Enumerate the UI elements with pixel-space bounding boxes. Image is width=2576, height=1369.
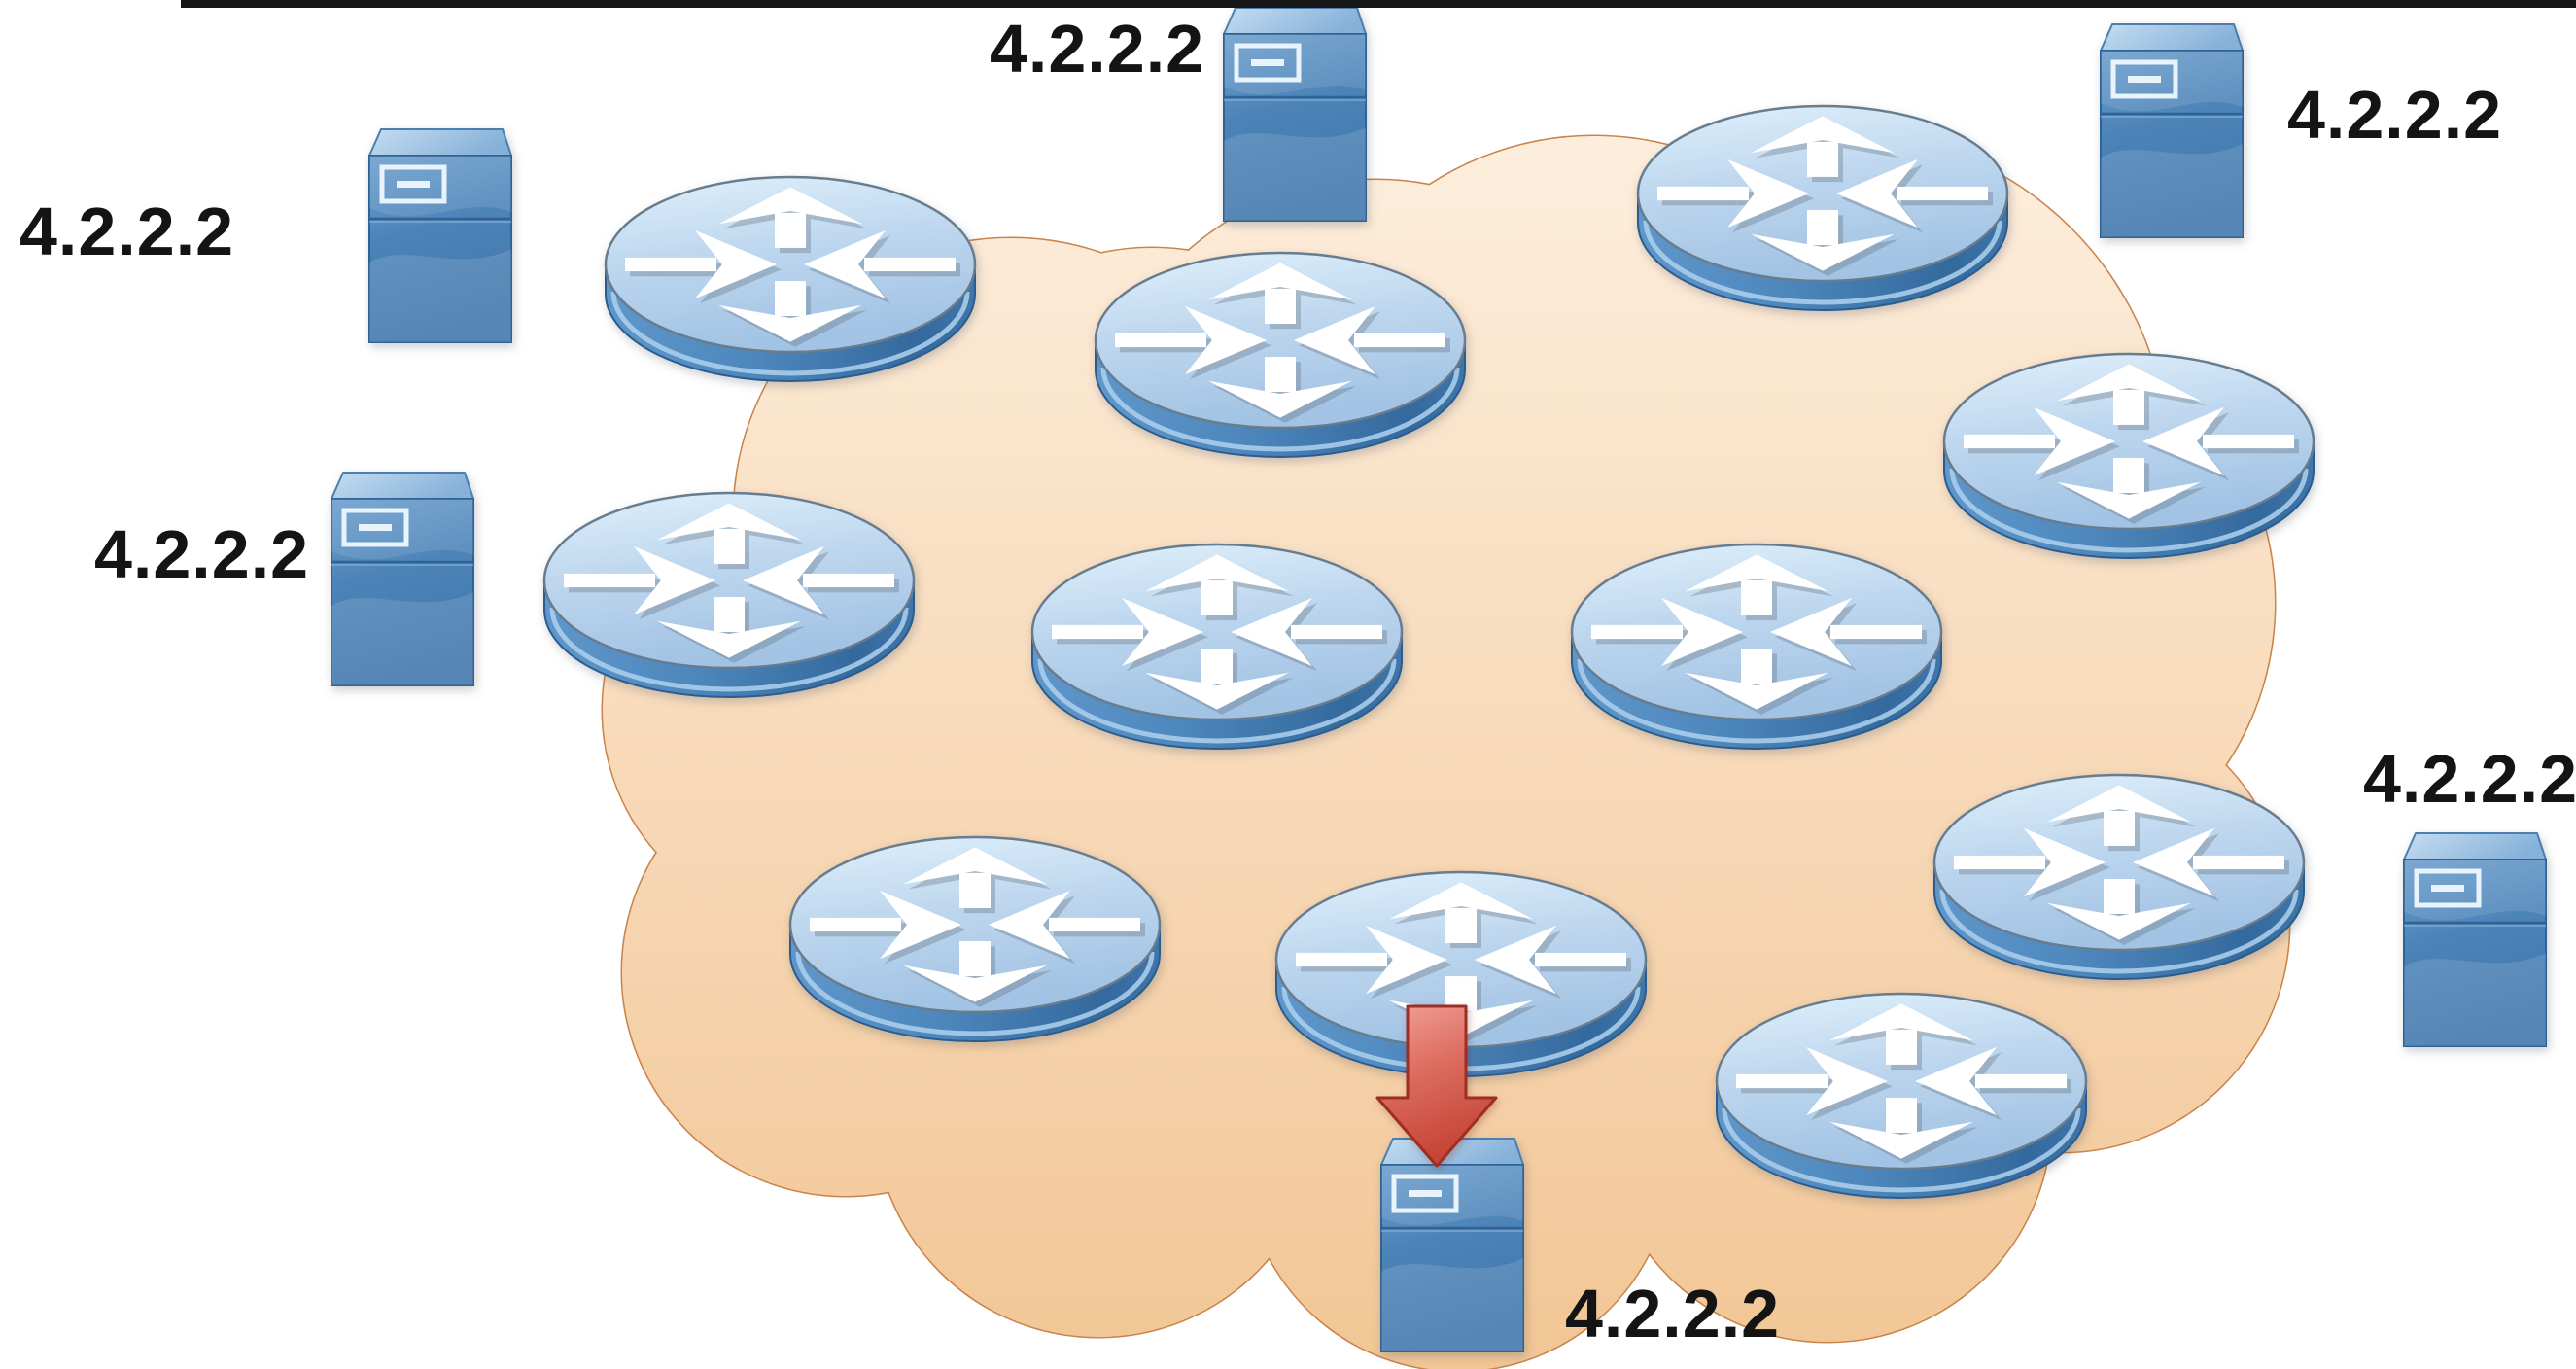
server-icon (1381, 1139, 1523, 1351)
router-icon (1638, 106, 2007, 310)
ip-address-label: 4.2.2.2 (2363, 741, 2576, 817)
server-icon (1224, 8, 1366, 221)
router-icon (1032, 544, 1402, 749)
server-icon (331, 473, 473, 685)
router-icon (606, 177, 975, 381)
router-icon (1934, 775, 2304, 979)
ip-address-label: 4.2.2.2 (1565, 1276, 1781, 1351)
top-bar (181, 0, 2576, 8)
server-icon (369, 129, 511, 342)
ip-address-label: 4.2.2.2 (94, 516, 310, 592)
router-icon (1096, 253, 1465, 457)
ip-address-label: 4.2.2.2 (19, 193, 235, 269)
server-icon (2404, 833, 2546, 1046)
router-icon (544, 493, 914, 697)
router-icon (1717, 994, 2086, 1198)
router-icon (1944, 354, 2314, 558)
ip-address-label: 4.2.2.2 (990, 11, 1205, 87)
ip-address-label: 4.2.2.2 (2287, 77, 2503, 153)
server-icon (2101, 24, 2243, 237)
router-icon (1572, 544, 1941, 749)
router-icon (790, 837, 1160, 1041)
